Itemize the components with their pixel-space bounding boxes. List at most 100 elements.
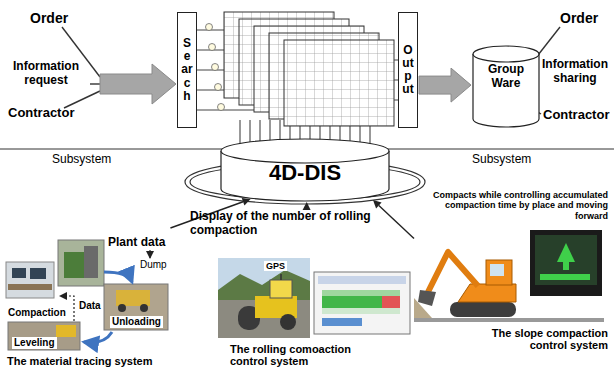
node-heading: Compacts while controlling accumulated c… xyxy=(414,190,608,221)
roller-photo xyxy=(218,270,310,300)
rolling-count-screen xyxy=(314,272,410,334)
slope-monitor xyxy=(530,230,602,296)
text-label: Information request xyxy=(2,60,90,88)
excavator xyxy=(418,252,516,317)
roller-photo xyxy=(218,258,310,338)
node-label: The slope compaction control system xyxy=(472,327,608,352)
excavator xyxy=(486,260,512,285)
bulb-icons xyxy=(218,104,225,111)
text-label: Information sharing xyxy=(539,58,611,86)
roller-photo xyxy=(280,314,296,330)
slope-monitor xyxy=(557,243,575,262)
rolling-count-screen xyxy=(322,318,362,326)
flow-arrow xyxy=(104,272,132,282)
excavator xyxy=(450,302,516,317)
text-label: Contractor xyxy=(543,108,609,123)
rolling-count-screen xyxy=(322,308,400,314)
slope-ground xyxy=(414,318,604,322)
office-photo xyxy=(6,262,54,298)
text-label: Subsystem xyxy=(52,153,111,167)
connector xyxy=(373,200,414,239)
groupware-cylinder: Group Ware xyxy=(472,45,540,128)
node-heading: Display of the number of rolling compact… xyxy=(190,210,380,238)
excavator xyxy=(490,264,504,276)
text-label: Order xyxy=(560,10,598,26)
compaction-photo xyxy=(56,325,76,337)
office-photo xyxy=(30,268,46,279)
excavator xyxy=(428,252,478,292)
cylinder-top xyxy=(473,46,539,62)
node-label: The material tracing system xyxy=(7,355,200,368)
office-photo xyxy=(6,262,54,298)
text-label: Subsystem xyxy=(472,153,531,167)
node-label: The rolling comoaction control system xyxy=(230,343,370,368)
unloading-photo xyxy=(104,284,168,330)
subsystem-panel: Compacts while controlling accumulated c… xyxy=(414,190,608,352)
bulb-icons xyxy=(206,24,225,111)
roller-photo xyxy=(270,280,292,298)
rolling-count-screen xyxy=(318,276,406,284)
connector xyxy=(419,68,471,102)
arrow-head xyxy=(242,198,251,206)
text-label: Data xyxy=(79,300,101,312)
slope-monitor xyxy=(540,274,590,280)
bulb-icons xyxy=(212,64,219,71)
unloading-photo xyxy=(140,304,148,312)
plant-photo xyxy=(58,240,104,286)
slope-monitor xyxy=(535,235,597,285)
compaction-photo xyxy=(8,322,80,350)
flow-arrow xyxy=(84,332,112,343)
excavator xyxy=(418,290,436,306)
node-label: Output xyxy=(402,44,414,97)
text-label: Compaction xyxy=(6,307,68,319)
office-photo xyxy=(8,284,52,290)
input-arrow xyxy=(100,64,176,104)
unloading-photo xyxy=(118,304,126,312)
output-box: Output xyxy=(398,12,418,128)
node-label: Search xyxy=(181,37,193,103)
bulb-icons xyxy=(209,44,216,51)
grid-sheets xyxy=(284,40,394,126)
subsystem-panel: Display of the number of rolling compact… xyxy=(190,210,402,368)
unloading-photo xyxy=(116,290,150,306)
bulb-icons xyxy=(206,24,213,31)
text-label: Order xyxy=(30,10,68,26)
unloading-photo xyxy=(104,284,168,330)
compaction-photo xyxy=(8,322,80,350)
text-label: Unloading xyxy=(110,316,163,328)
slope-monitor xyxy=(530,230,602,296)
connector-line xyxy=(379,205,414,238)
excavator xyxy=(458,284,516,302)
roller-photo xyxy=(280,274,282,280)
text-label: GPS xyxy=(264,261,287,271)
node-label: Group Ware xyxy=(472,63,540,91)
slope-monitor xyxy=(563,262,569,270)
rolling-count-screen xyxy=(322,290,400,296)
arrow-head xyxy=(303,202,311,210)
office-photo xyxy=(12,268,26,278)
bulb-icons xyxy=(215,84,222,91)
database-cylinder: 4D-DIS xyxy=(220,138,390,202)
connector xyxy=(303,202,311,210)
plant-photo xyxy=(84,246,98,278)
node-label: 4D-DIS xyxy=(269,160,341,185)
search-box: Search xyxy=(177,12,197,128)
input-wires xyxy=(90,83,100,84)
text-label: Contractor xyxy=(8,106,74,121)
grid-sheets xyxy=(224,12,394,126)
rolling-count-screen xyxy=(322,296,382,308)
arrow-head xyxy=(373,200,382,208)
roller-photo xyxy=(218,258,310,338)
block-arrow xyxy=(419,68,471,102)
rolling-count-screen xyxy=(314,272,410,334)
text-label: Plant data xyxy=(108,236,165,250)
cylinder-top xyxy=(221,139,389,163)
cylinder-body xyxy=(473,54,539,127)
plant-photo xyxy=(58,240,104,286)
plant-photo xyxy=(64,252,84,278)
text-label: Leveling xyxy=(12,337,57,349)
dump-arrow xyxy=(149,250,150,258)
rolling-count-screen xyxy=(382,296,400,308)
text-label: Dump xyxy=(140,259,167,271)
